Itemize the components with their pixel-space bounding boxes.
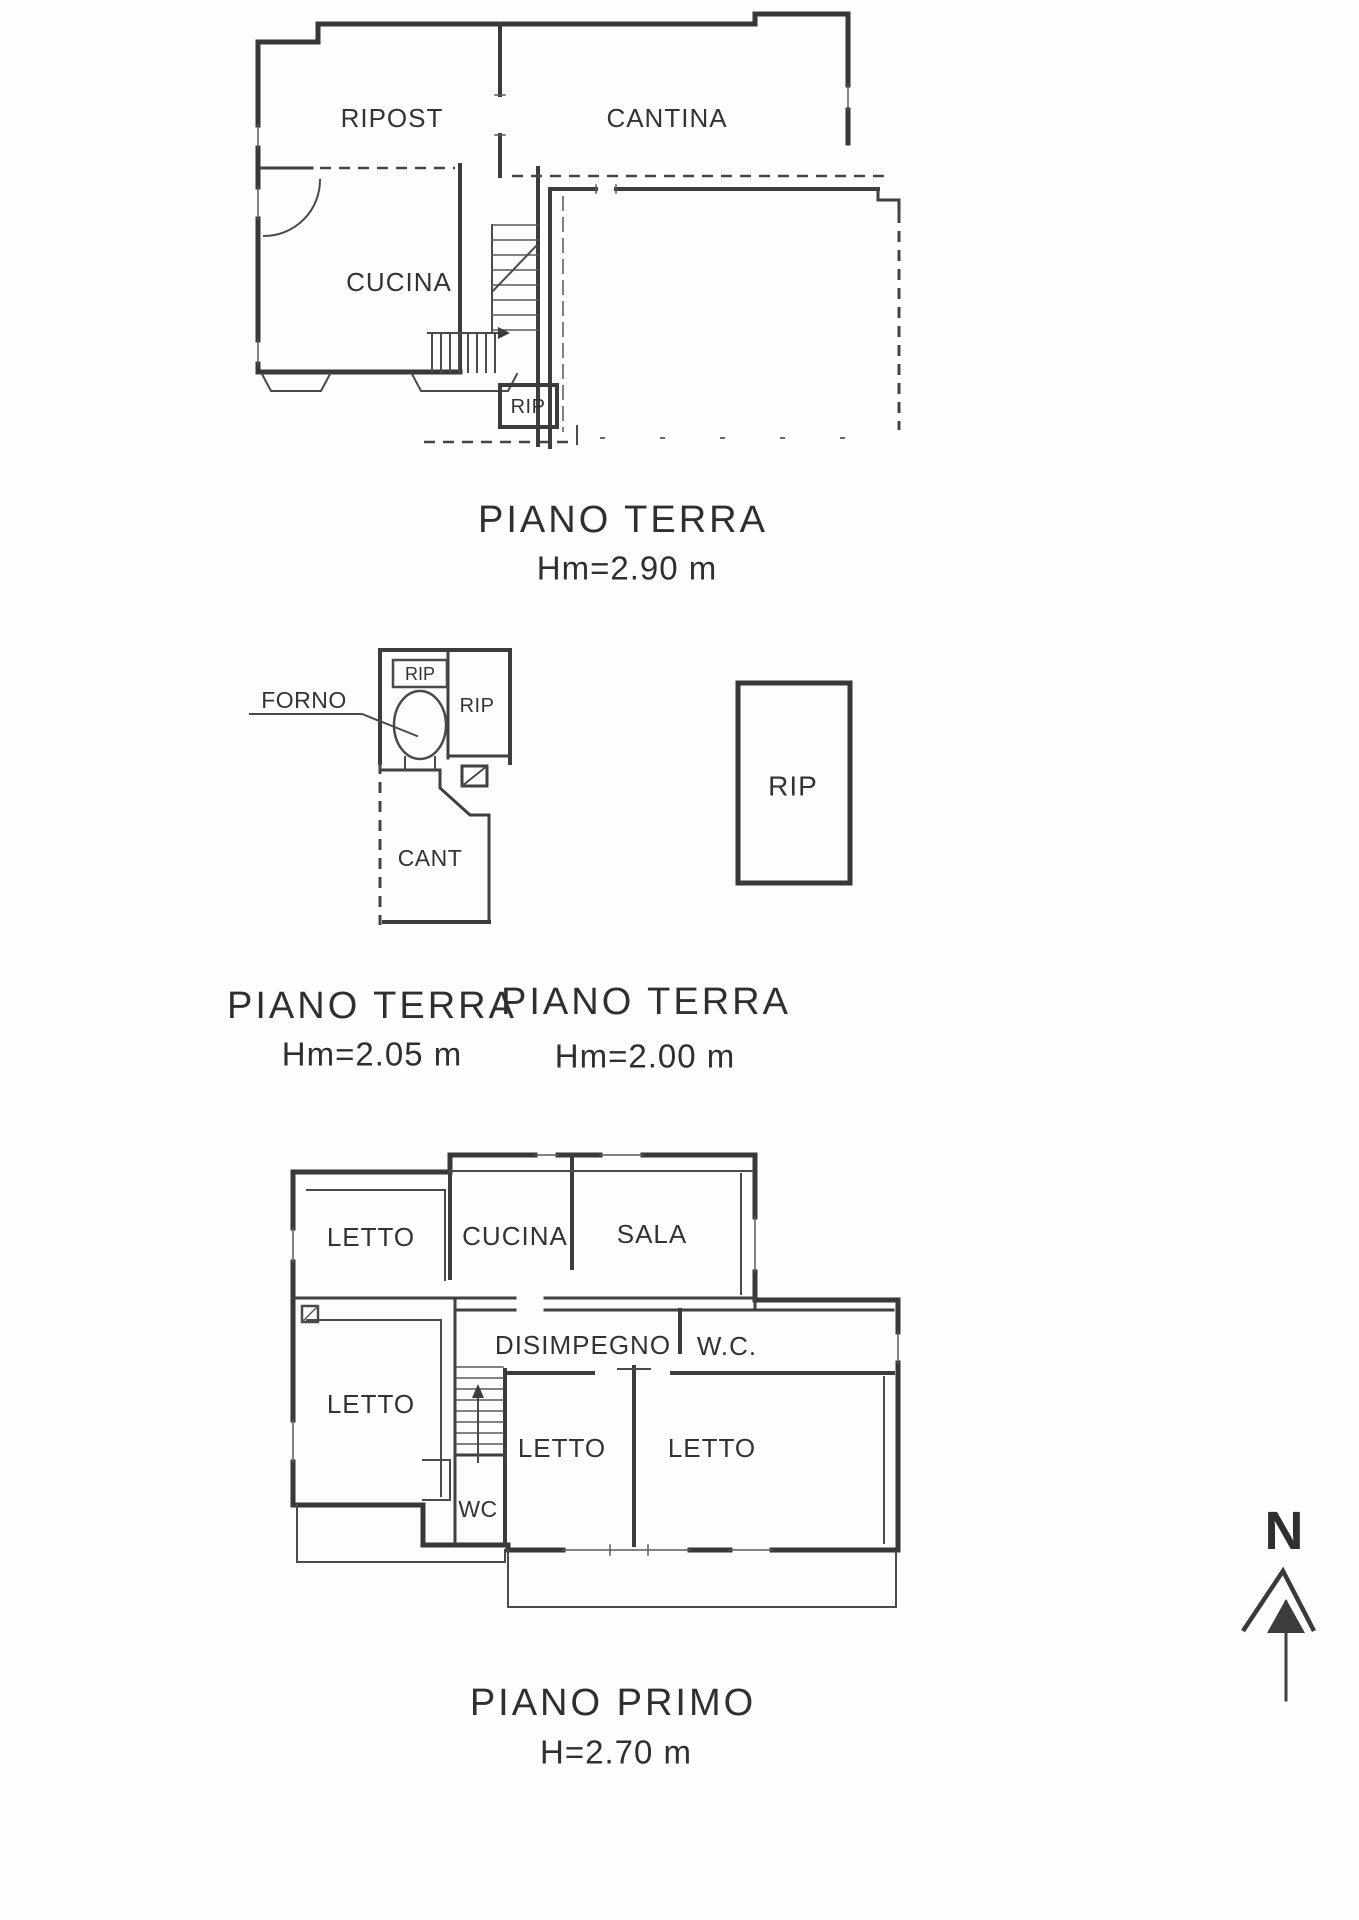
exterior-steps-icon bbox=[427, 327, 510, 373]
room-label-sala: SALA bbox=[617, 1219, 688, 1249]
walls bbox=[378, 648, 512, 925]
room-label-letto-nw: LETTO bbox=[327, 1222, 415, 1252]
north-compass: N bbox=[1241, 1501, 1316, 1702]
plan-height: H=2.70 m bbox=[540, 1734, 692, 1771]
room-label-cucina: CUCINA bbox=[346, 267, 452, 297]
room-label-cucina: CUCINA bbox=[462, 1221, 568, 1251]
balcony-outline bbox=[507, 1549, 897, 1608]
plan-height: Hm=2.90 m bbox=[537, 550, 717, 587]
rip-label-box bbox=[391, 658, 449, 689]
room-label-rip: RIP bbox=[511, 396, 546, 418]
room-label-letto-w: LETTO bbox=[327, 1389, 415, 1419]
ground-floor-plan-main: RIPOST CANTINA CUCINA RIP PIANO TERRA Hm… bbox=[255, 11, 901, 587]
rip-storage-room bbox=[424, 383, 578, 445]
north-arrow-chevron-icon bbox=[1241, 1566, 1316, 1633]
terrace-outline bbox=[296, 1504, 506, 1563]
ground-floor-plan-storage: RIP PIANO TERRA Hm=2.00 m bbox=[501, 680, 853, 1075]
room-label-ripost: RIPOST bbox=[341, 103, 444, 133]
flue-symbol bbox=[460, 764, 489, 788]
room-label-cant: CANT bbox=[398, 845, 463, 871]
walls bbox=[290, 1152, 901, 1556]
room-label-rip-right: RIP bbox=[460, 695, 495, 717]
walls bbox=[735, 680, 853, 886]
first-floor-plan: LETTO CUCINA SALA LETTO DISIMPEGNO W.C. … bbox=[290, 1152, 901, 1771]
stairs-icon bbox=[456, 1366, 504, 1463]
north-label: N bbox=[1265, 1501, 1304, 1561]
plan-title: PIANO PRIMO bbox=[470, 1682, 756, 1724]
room-label-letto-s1: LETTO bbox=[518, 1433, 606, 1463]
forno-label: FORNO bbox=[261, 687, 347, 713]
plan-title: PIANO TERRA bbox=[227, 985, 517, 1027]
room-label-rip-top: RIP bbox=[405, 664, 435, 684]
walls bbox=[255, 11, 901, 449]
room-label-wc-small: WC bbox=[458, 1496, 497, 1522]
room-label-rip: RIP bbox=[768, 771, 818, 802]
interior-stairs-icon bbox=[490, 224, 539, 333]
plan-title: PIANO TERRA bbox=[478, 499, 768, 541]
room-label-wc-main: W.C. bbox=[697, 1331, 757, 1361]
room-label-disimpegno: DISIMPEGNO bbox=[495, 1330, 671, 1360]
flue-symbol bbox=[300, 1304, 320, 1324]
ground-floor-plan-forno: RIP RIP CANT FORNO PIANO TERRA Hm=2.05 m bbox=[227, 648, 517, 1073]
room-label-letto-s2: LETTO bbox=[668, 1433, 756, 1463]
north-arrow-head-icon bbox=[1267, 1599, 1305, 1633]
plan-title: PIANO TERRA bbox=[501, 981, 791, 1023]
forno-annotation: FORNO bbox=[249, 687, 419, 738]
plan-height: Hm=2.05 m bbox=[282, 1036, 462, 1073]
oven-oval bbox=[392, 689, 448, 771]
plan-height: Hm=2.00 m bbox=[555, 1038, 735, 1075]
room-label-cantina: CANTINA bbox=[606, 103, 727, 133]
